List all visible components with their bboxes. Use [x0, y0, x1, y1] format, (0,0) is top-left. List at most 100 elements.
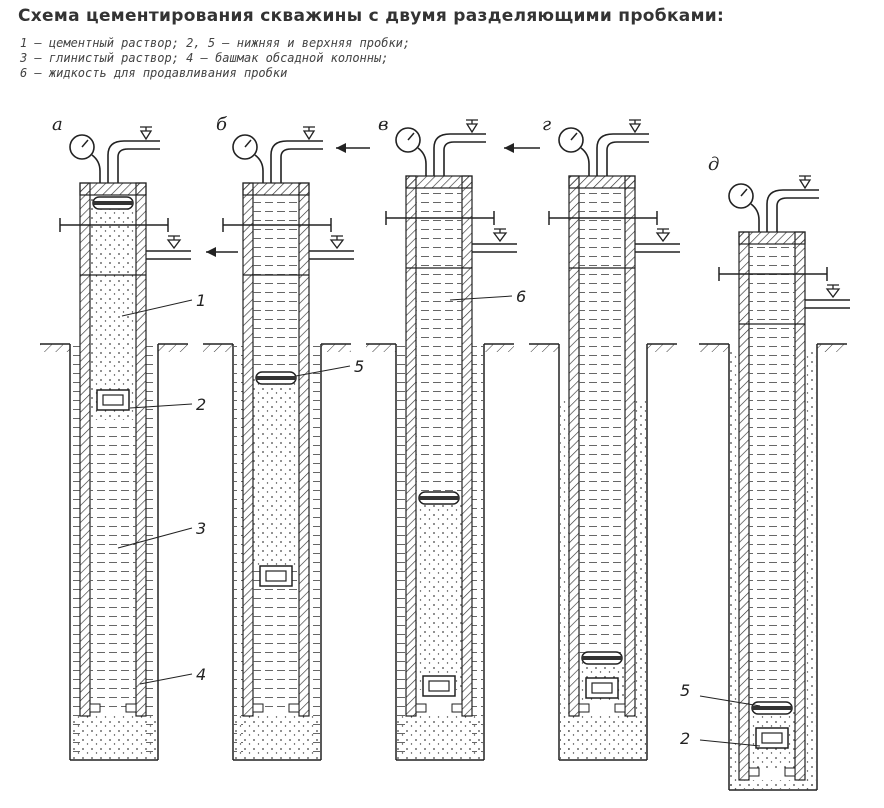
stage-1: а [40, 114, 191, 761]
casing-wall-left [738, 231, 750, 781]
annulus-fill-left [234, 344, 243, 760]
gauge-pipe [91, 154, 101, 183]
casing-shoe-left [415, 703, 427, 713]
gauge-needle [407, 132, 415, 141]
callout-leader [121, 299, 193, 317]
cementing-head-cap [242, 182, 310, 196]
legend-line-2: 3 — глинистый раствор; 4 — башмак обсадн… [20, 51, 389, 65]
casing-fill [579, 190, 625, 660]
casing-shoe-right [784, 767, 796, 777]
gauge-pipe [750, 203, 760, 232]
top-valve-icon [465, 119, 479, 134]
casing-shoe-left [252, 703, 264, 713]
side-valve-icon [329, 235, 345, 250]
cementing-head-cap [405, 175, 473, 189]
top-valve-icon [139, 126, 153, 141]
ground-hatch [158, 344, 188, 352]
bottom-plug-core [102, 394, 124, 406]
callout-leader [295, 365, 351, 377]
top-plug-band [256, 376, 296, 380]
casing-wall-left [405, 175, 417, 717]
side-valve-icon [825, 284, 841, 299]
bottom-plug-core [265, 570, 287, 582]
callout-number: 3 [196, 519, 206, 538]
flow-arrow-head [206, 247, 216, 257]
stage-letter: б [216, 114, 228, 135]
stage-letter: г [542, 114, 551, 135]
casing-shoe-left [89, 703, 101, 713]
ground-hatch [699, 344, 729, 352]
top-inlet-pipe [270, 140, 323, 183]
ground-hatch [203, 344, 233, 352]
cementing-head-cap [568, 175, 636, 189]
callout-number: 5 [680, 681, 690, 700]
annulus-fill-left [560, 400, 569, 760]
hole-bottom-fill [560, 716, 646, 759]
casing-wall-right [135, 182, 147, 717]
ground-hatch [647, 344, 677, 352]
casing-wall-right [794, 231, 806, 781]
hole-bottom-fill [730, 780, 816, 789]
casing-fill [253, 566, 299, 710]
legend-line-3: 6 — жидкость для продавливания пробки [20, 66, 288, 80]
casing-wall-right [298, 182, 310, 717]
casing-fill [749, 245, 795, 705]
casing-fill [253, 372, 299, 566]
bottom-plug [259, 565, 293, 587]
bottom-plug-core [591, 682, 613, 694]
cementing-head-cap [79, 182, 147, 196]
top-inlet-pipe [596, 133, 649, 176]
callout-leader [139, 673, 193, 685]
annulus-fill-right [805, 350, 816, 790]
ground-hatch [529, 344, 559, 352]
flow-arrow-head [504, 143, 514, 153]
annulus-fill-left [397, 344, 406, 760]
stage-letter: в [378, 114, 388, 135]
casing-shoe-left [748, 767, 760, 777]
side-outlet-pipe [309, 250, 354, 260]
stage-5: д [699, 154, 850, 791]
side-outlet-pipe [805, 299, 850, 309]
ground-hatch [817, 344, 847, 352]
annulus-fill-left [730, 350, 739, 790]
casing-wall-right [624, 175, 636, 717]
gauge-needle [244, 139, 252, 148]
gauge-pipe [580, 147, 590, 176]
gauge-pipe [417, 147, 427, 176]
top-inlet-pipe [433, 133, 486, 176]
casing-shoe-right [288, 703, 300, 713]
casing-wall-left [242, 182, 254, 717]
side-outlet-pipe [635, 243, 680, 253]
annulus-fill-right [472, 344, 483, 760]
bottom-plug [96, 389, 130, 411]
callout-leader [129, 403, 193, 409]
side-outlet-pipe [472, 243, 517, 253]
bottom-plug [585, 677, 619, 699]
gauge-pipe [254, 154, 264, 183]
casing-wall-left [79, 182, 91, 717]
callout-number: 2 [680, 729, 690, 748]
stage-letter: д [708, 154, 719, 175]
top-valve-icon [798, 175, 812, 190]
annulus-fill-left [71, 344, 80, 760]
callout-leader [117, 527, 193, 549]
side-outlet-pipe [146, 250, 191, 260]
legend-line-1: 1 — цементный раствор; 2, 5 — нижняя и в… [20, 36, 411, 50]
callout-leader [699, 739, 761, 747]
hole-bottom-fill [234, 716, 320, 759]
annulus-fill-right [146, 344, 157, 760]
ground-hatch [40, 344, 70, 352]
callout-number: 1 [196, 291, 206, 310]
casing-wall-right [461, 175, 473, 717]
stage-letter: а [52, 114, 63, 135]
stage-4: г [529, 114, 680, 761]
casing-shoe-right [614, 703, 626, 713]
stage-2: б [203, 114, 354, 761]
gauge-needle [570, 132, 578, 141]
callout-number: 4 [196, 665, 206, 684]
cementing-head-cap [738, 231, 806, 245]
gauge-needle [740, 188, 748, 197]
annulus-fill-right [309, 344, 320, 760]
diagram-title: Схема цементирования скважины с двумя ра… [18, 6, 725, 26]
